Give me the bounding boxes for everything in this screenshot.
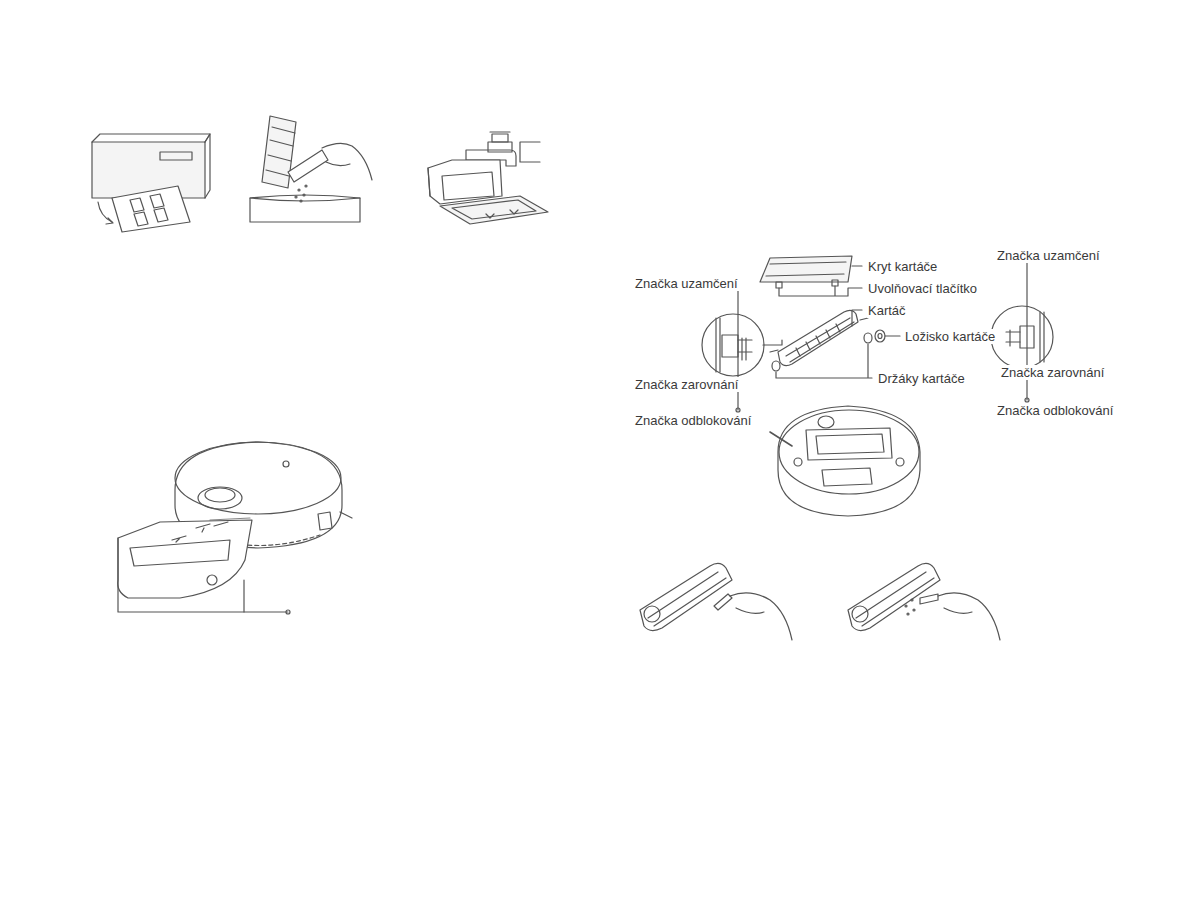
magnifier-right <box>991 262 1053 402</box>
clean-brush-figure-left <box>640 563 792 640</box>
part-label: Uvolňovací tlačítko <box>867 281 978 296</box>
align-mark-label: Značka zarovnání <box>1000 365 1105 380</box>
unlock-mark-label: Značka odblokování <box>634 413 752 428</box>
clean-brush-figure-right <box>848 563 1000 640</box>
unlock-mark-label: Značka odblokování <box>996 403 1114 418</box>
lock-mark-label: Značka uzamčení <box>634 276 739 291</box>
align-mark-label: Značka zarovnání <box>634 377 739 392</box>
lock-mark-label: Značka uzamčení <box>996 248 1101 263</box>
robot-underside <box>770 406 920 516</box>
dustbin-filter-figure <box>92 134 210 232</box>
part-label: Kartáč <box>867 303 907 318</box>
magnifier-left <box>702 283 782 412</box>
part-label: Držáky kartáče <box>877 371 966 386</box>
robot-dustbin-figure <box>118 442 352 614</box>
part-label: Ložisko kartáče <box>904 329 996 344</box>
tap-filter-figure <box>250 116 372 222</box>
part-label: Kryt kartáče <box>867 259 938 274</box>
rinse-dustbin-figure <box>428 132 548 224</box>
brush-cover <box>760 256 852 288</box>
